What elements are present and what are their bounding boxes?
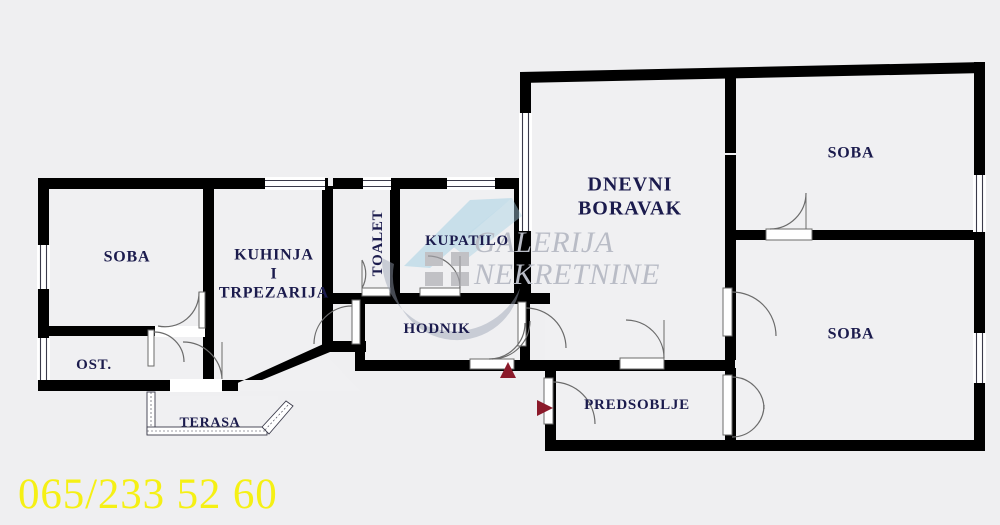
window <box>973 175 986 232</box>
door <box>361 259 391 297</box>
door <box>619 319 665 370</box>
window <box>265 177 325 190</box>
window <box>363 177 391 190</box>
door <box>722 287 777 337</box>
door <box>313 299 361 345</box>
terrace-balustrade <box>146 391 294 436</box>
window <box>519 113 532 231</box>
window <box>973 333 986 383</box>
door <box>155 291 206 337</box>
galerija-nekretnine-logo <box>381 198 522 341</box>
window <box>37 245 50 289</box>
entry-arrow-hodnik <box>500 362 516 378</box>
room-fills <box>48 62 985 450</box>
door <box>170 341 223 390</box>
entry-arrow-predsoblje <box>537 400 553 416</box>
door <box>517 301 567 349</box>
entry-markers <box>500 362 553 416</box>
window <box>37 338 50 380</box>
door <box>147 329 185 367</box>
doors <box>147 192 813 438</box>
door <box>469 320 531 370</box>
door <box>543 377 596 425</box>
phone-number: 065/233 52 60 <box>18 471 278 518</box>
window <box>447 177 495 190</box>
door <box>722 374 765 438</box>
door <box>765 192 813 241</box>
